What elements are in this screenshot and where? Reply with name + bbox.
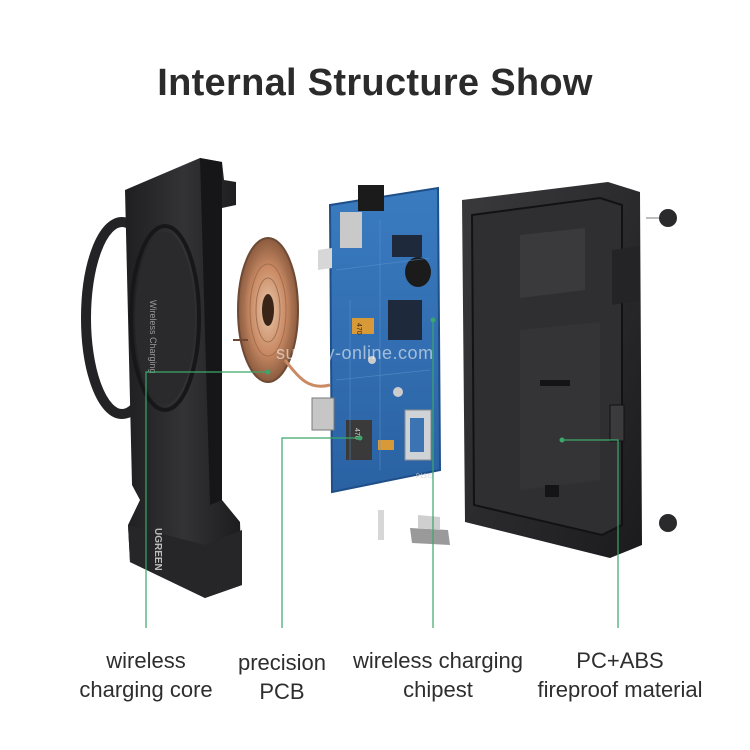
pcb-board: 470 470 P1373: [311, 185, 442, 494]
leader-charging-core: [145, 371, 268, 628]
page-title: Internal Structure Show: [157, 62, 593, 104]
leader-dot-pcb: [357, 435, 363, 441]
charging-coil: [233, 237, 331, 388]
back-housing: [462, 182, 642, 558]
callout-chipset-line1: wireless charging: [353, 648, 523, 673]
callout-leaders: [145, 317, 619, 628]
chip-print-2: 470: [353, 428, 360, 440]
pcb-print-text: P1373: [416, 474, 434, 480]
screws: [646, 209, 677, 532]
callout-pcb: precision PCB: [212, 648, 352, 706]
stand-print-text: Wireless Charging: [148, 300, 158, 374]
callout-charging-core: wireless charging core: [46, 646, 246, 704]
callout-pcb-line2: PCB: [259, 679, 305, 704]
small-parts: [378, 510, 450, 545]
stand-front-cover: Wireless Charging UGREEN: [125, 158, 242, 598]
watermark: sunsky-online.com: [276, 343, 434, 363]
callout-pcb-line1: precision: [237, 650, 327, 675]
callout-charging-core-line2: charging core: [79, 677, 213, 702]
leader-pcb: [281, 437, 360, 628]
callout-chipset-line2: chipest: [403, 677, 473, 702]
callout-housing-line2: fireproof material: [537, 677, 703, 702]
callout-chipset: wireless charging chipest: [338, 646, 538, 704]
chip-print-1: 470: [355, 323, 362, 335]
leader-housing: [562, 439, 619, 628]
callout-housing-line1: PC+ABS: [576, 648, 664, 673]
brand-logo-text: UGREEN: [152, 528, 163, 571]
callout-charging-core-line1: wireless: [106, 648, 186, 673]
leader-dot-chipset: [430, 317, 436, 323]
callout-housing: PC+ABS fireproof material: [520, 646, 720, 704]
leader-dot-housing: [559, 437, 565, 443]
leader-dot-charging-core: [265, 369, 271, 375]
